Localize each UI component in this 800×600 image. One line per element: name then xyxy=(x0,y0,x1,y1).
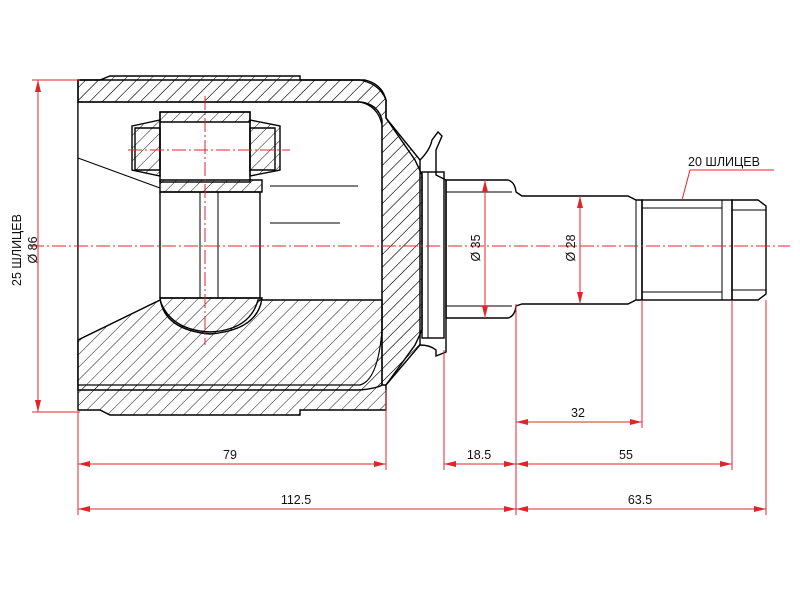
dia-35-label: Ø 35 xyxy=(469,234,483,261)
seal-flange xyxy=(419,130,447,358)
dia-86-label: Ø 86 xyxy=(26,236,40,263)
splines-25-label: 25 ШЛИЦЕВ xyxy=(10,214,24,286)
center-lines xyxy=(30,96,790,345)
dimension-lines xyxy=(32,79,774,515)
dim-32: 32 xyxy=(571,406,585,420)
splines-20-label: 20 ШЛИЦЕВ xyxy=(688,155,760,169)
dim-55: 55 xyxy=(619,448,633,462)
dia-28-label: Ø 28 xyxy=(564,234,578,261)
dim-63-5: 63.5 xyxy=(628,493,652,507)
stub-shaft xyxy=(445,179,767,319)
dim-79: 79 xyxy=(223,448,237,462)
tripod-roller xyxy=(131,111,358,335)
dim-112-5: 112.5 xyxy=(281,493,311,507)
dim-18-5: 18.5 xyxy=(467,448,491,462)
